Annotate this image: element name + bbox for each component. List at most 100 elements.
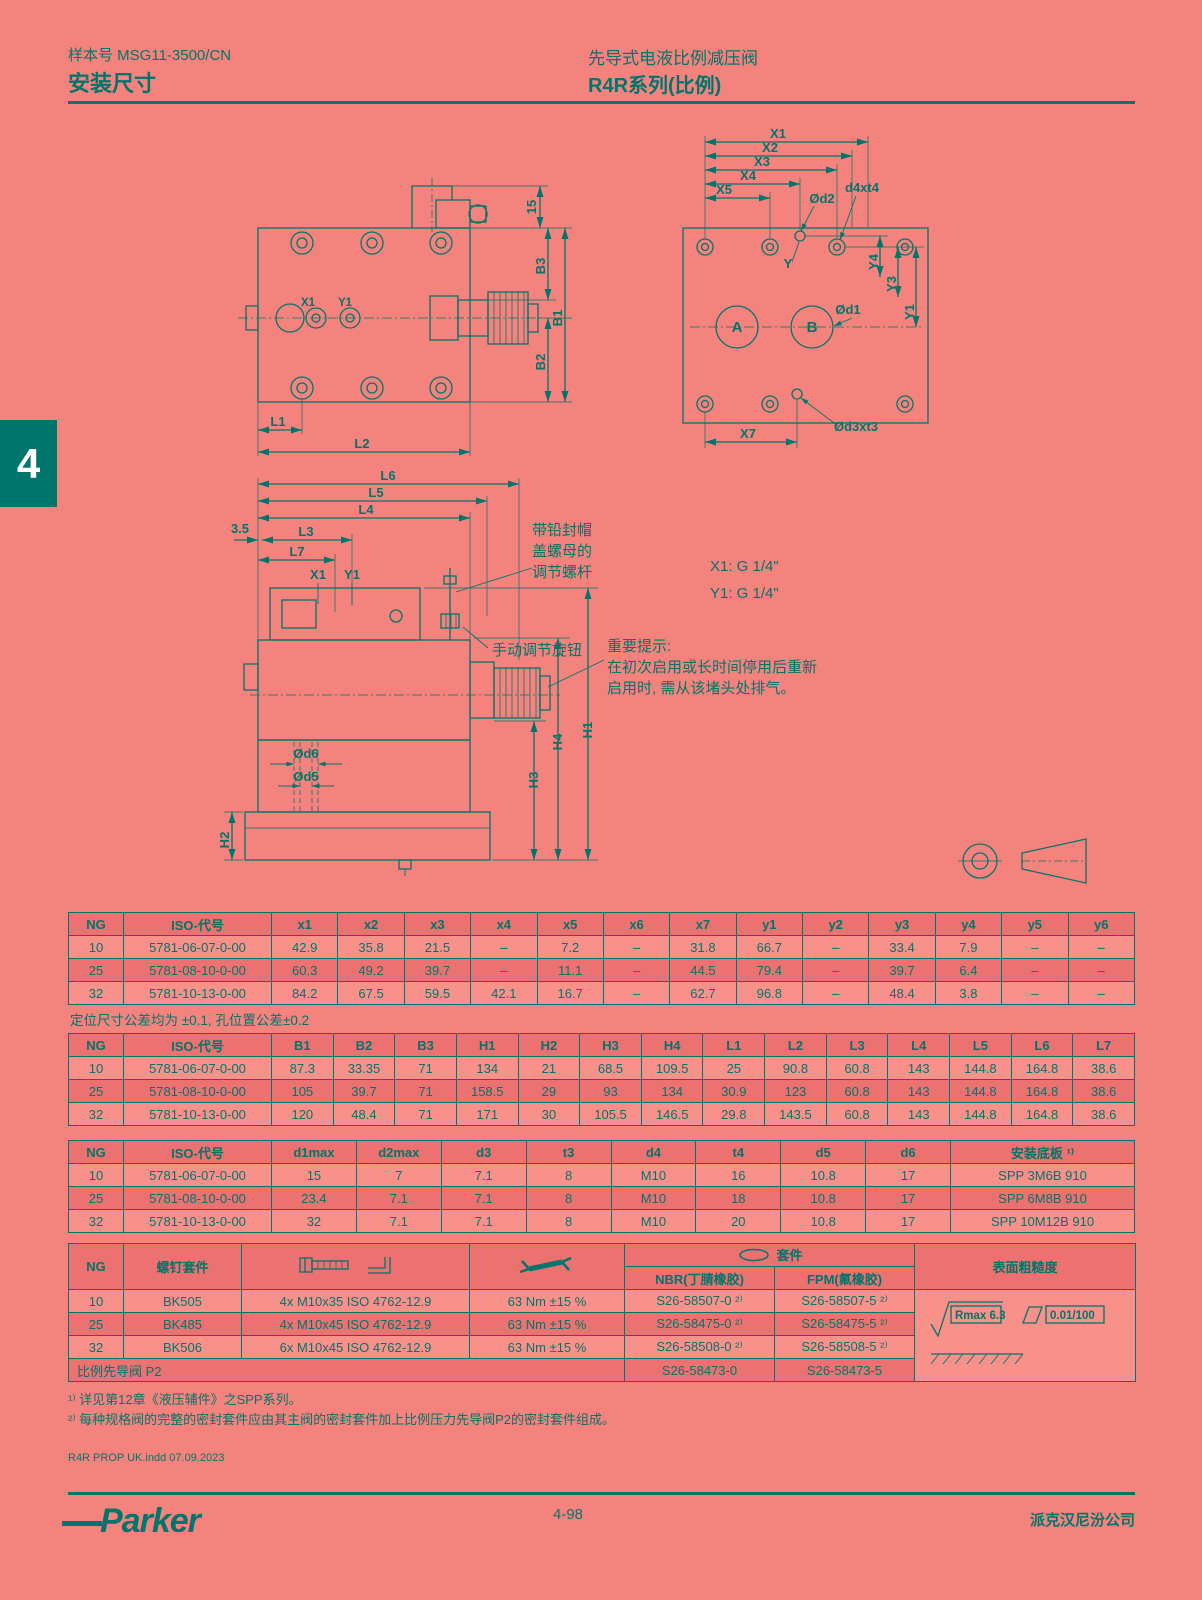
parker-logo-bar (62, 1521, 102, 1526)
table-cell: 5781-08-10-0-00 (123, 1079, 272, 1103)
dim-label: Y1 (344, 567, 360, 582)
column-header-seal-kit: 套件 (623, 1243, 916, 1267)
dim-label: L5 (368, 485, 383, 500)
table-cell: 49.2 (337, 958, 405, 982)
parker-logo-text: Parker (100, 1502, 201, 1540)
table-cell: S26-58475-0 ²⁾ (624, 1312, 775, 1336)
column-header: L6 (1010, 1033, 1074, 1057)
table-cell: 17 (865, 1163, 951, 1187)
seal-screw-note: 带铅封帽 盖螺母的 调节螺杆 (532, 522, 593, 581)
column-header: FPM(氟橡胶) (773, 1266, 916, 1290)
column-header: ISO-代号 (123, 1140, 272, 1164)
table-cell: 7.9 (934, 935, 1003, 959)
header-rule (68, 101, 1135, 104)
table-cell: 71 (394, 1079, 457, 1103)
table-cell: 42.9 (270, 935, 339, 959)
table-cell: 35.8 (337, 935, 405, 959)
column-header: ISO-代号 (123, 912, 272, 936)
table-cell: M10 (610, 1209, 697, 1233)
column-header: H4 (640, 1033, 704, 1057)
port-label-b: B (807, 319, 818, 336)
table-cell: 25 (68, 1312, 124, 1336)
table-cell: 7.1 (440, 1209, 527, 1233)
table-cell: BK506 (123, 1335, 242, 1359)
column-header: 表面粗糙度 (914, 1243, 1137, 1290)
table-cell: 5781-06-07-0-00 (123, 935, 272, 959)
dim-label: B1 (550, 310, 565, 327)
column-header: B3 (394, 1033, 457, 1057)
table-cell: BK505 (123, 1289, 242, 1313)
table-cell: 39.7 (332, 1079, 396, 1103)
table-cell: 6.4 (934, 958, 1003, 982)
table-cell: S26-58475-5 ²⁾ (773, 1312, 916, 1336)
column-header: 螺钉套件 (123, 1243, 242, 1290)
column-header: NG (68, 1140, 124, 1164)
table-cell: S26-58507-5 ²⁾ (773, 1289, 916, 1313)
table-cell: – (1067, 981, 1135, 1005)
table-cell: M10 (610, 1163, 697, 1187)
table-cell: 63 Nm ±15 % (469, 1312, 625, 1336)
dim-label: X2 (762, 140, 778, 155)
table-cell: 123 (764, 1079, 827, 1103)
dim-label: 3.5 (231, 521, 249, 536)
dim-label: X1 (770, 126, 786, 141)
column-header: x1 (270, 912, 339, 936)
table-cell: 7.1 (440, 1186, 527, 1210)
column-header: t3 (525, 1140, 612, 1164)
table-cell: 32 (68, 981, 124, 1005)
table-cell: 32 (68, 1209, 124, 1233)
table-cell: S26-58508-5 ²⁾ (773, 1335, 916, 1359)
table-cell: 4x M10x45 ISO 4762-12.9 (241, 1312, 470, 1336)
table-cell: 18 (695, 1186, 782, 1210)
column-header: x5 (536, 912, 604, 936)
table-cell: 143.5 (764, 1102, 827, 1126)
file-info: R4R PROP UK.indd 07.09.2023 (68, 1452, 225, 1464)
dim-label: H3 (526, 772, 541, 789)
table-cell: – (1001, 981, 1069, 1005)
table-cell: 164.8 (1010, 1056, 1074, 1080)
table-cell: 62.7 (669, 981, 737, 1005)
column-header: y1 (735, 912, 804, 936)
dim-label: L2 (354, 436, 369, 451)
column-header: x4 (470, 912, 538, 936)
table-cell: 39.7 (403, 958, 472, 982)
column-header: d6 (865, 1140, 951, 1164)
table-cell: 32 (271, 1209, 357, 1233)
dim-label: X3 (754, 154, 770, 169)
series-title: R4R系列(比例) (588, 75, 722, 97)
table-cell: 66.7 (735, 935, 804, 959)
table-cell: 93 (579, 1079, 642, 1103)
table-cell: SPP 3M6B 910 (950, 1163, 1135, 1187)
table-cell: 25 (68, 1079, 124, 1103)
dim-label: L4 (358, 502, 374, 517)
p2-pilot-valve-label: 比例先导阀 P2 (68, 1358, 625, 1382)
table-cell: S26-58473-5 (773, 1358, 916, 1382)
table-cell: 21 (517, 1056, 581, 1080)
column-header-torque (469, 1243, 625, 1290)
dim-label: B2 (533, 354, 548, 371)
column-header: x2 (337, 912, 405, 936)
table-cell: S26-58473-0 (624, 1358, 775, 1382)
dim-label: 15 (524, 200, 539, 214)
table-cell: 5781-06-07-0-00 (123, 1056, 272, 1080)
column-header: L3 (825, 1033, 889, 1057)
table-cell: 84.2 (270, 981, 339, 1005)
table-cell: 15 (271, 1163, 357, 1187)
table-cell: 31.8 (669, 935, 737, 959)
table-cell: SPP 6M8B 910 (950, 1186, 1135, 1210)
column-header: x3 (403, 912, 472, 936)
table-cell: – (1067, 935, 1135, 959)
surface-rmax-label: Rmax 6.3 (955, 1310, 1006, 1322)
table-cell: 20 (695, 1209, 782, 1233)
table-cell: 5781-10-13-0-00 (123, 1209, 272, 1233)
table-cell: 68.5 (579, 1056, 642, 1080)
